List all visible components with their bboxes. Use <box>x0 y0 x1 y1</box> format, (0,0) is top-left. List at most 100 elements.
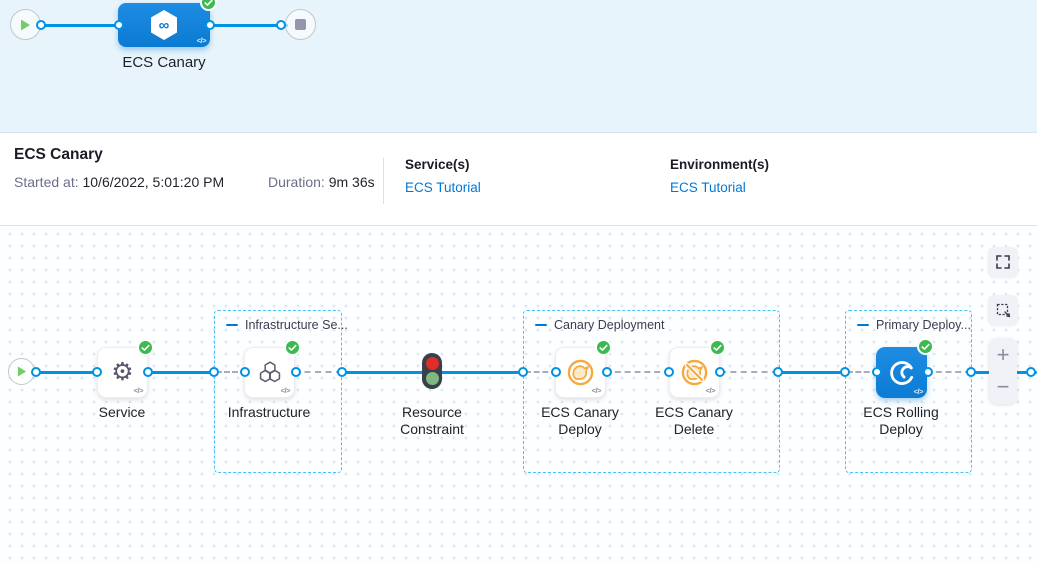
zoom-out-button[interactable]: − <box>996 374 1010 399</box>
success-badge-icon <box>595 339 612 356</box>
step-label-ecs-rolling-deploy: ECS Rolling Deploy <box>846 404 956 438</box>
connector-dot <box>551 367 561 377</box>
connector-dot <box>31 367 41 377</box>
connector-line <box>34 370 100 374</box>
collapse-minus-icon <box>535 323 547 327</box>
dashed-connector-line <box>720 371 778 373</box>
duration-label: Duration: <box>268 174 325 190</box>
group-collapse-toggle[interactable]: Canary Deployment <box>535 318 664 332</box>
step-node-ecs-canary-delete[interactable]: </> <box>669 339 726 398</box>
connector-dot <box>337 367 347 377</box>
services-link[interactable]: ECS Tutorial <box>405 180 481 195</box>
label-line: Constraint <box>400 421 464 437</box>
collapse-minus-icon <box>857 323 869 327</box>
stage-label: ECS Canary <box>122 54 206 71</box>
label-line: Delete <box>673 421 715 437</box>
connector-dot <box>205 20 215 30</box>
green-light-icon <box>425 372 439 385</box>
connector-dot <box>872 367 882 377</box>
collapse-minus-icon <box>226 323 238 327</box>
dashed-connector-line <box>525 371 557 373</box>
step-node-ecs-rolling-deploy[interactable]: </> <box>876 338 934 398</box>
connector-dot <box>1026 367 1036 377</box>
connector-dot <box>143 367 153 377</box>
ecs-rolling-deploy-icon <box>890 361 914 385</box>
stop-icon <box>295 19 306 30</box>
label-line: Deploy <box>558 421 602 437</box>
connector-dot <box>36 20 46 30</box>
dashed-connector-line <box>605 371 670 373</box>
code-icon: </> <box>591 386 602 395</box>
environments-link[interactable]: ECS Tutorial <box>670 180 746 195</box>
connector-dot <box>602 367 612 377</box>
group-primary-deployment: Primary Deploy... <box>845 310 972 473</box>
connector-dot <box>209 367 219 377</box>
connector-dot <box>966 367 976 377</box>
group-title: Infrastructure Se... <box>245 318 348 332</box>
play-icon <box>17 366 26 377</box>
infrastructure-hexagons-icon <box>259 360 280 382</box>
zoom-in-button[interactable]: + <box>996 342 1010 367</box>
connector-dot <box>773 367 783 377</box>
step-label-ecs-canary-deploy: ECS Canary Deploy <box>525 404 635 438</box>
duration-value: 9m 36s <box>328 174 375 190</box>
stage-graph-band: ∞ </> ECS Canary <box>0 0 1037 133</box>
step-label-service: Service <box>98 404 146 420</box>
success-badge-icon <box>917 338 934 355</box>
group-infrastructure-section: Infrastructure Se... <box>214 310 348 473</box>
marquee-selection-icon <box>996 303 1010 317</box>
connector-line <box>340 370 424 374</box>
connector-dot <box>840 367 850 377</box>
connector-dot <box>715 367 725 377</box>
group-collapse-toggle[interactable]: Infrastructure Se... <box>226 318 348 332</box>
success-badge-icon <box>200 0 217 11</box>
connector-dot <box>518 367 528 377</box>
connector-line <box>778 370 847 374</box>
group-collapse-toggle[interactable]: Primary Deploy... <box>857 318 971 332</box>
zoom-controls: + − <box>989 338 1017 404</box>
step-label-ecs-canary-delete: ECS Canary Delete <box>639 404 749 438</box>
pipeline-start-node <box>10 9 41 40</box>
gear-icon: ⚙ <box>111 358 134 386</box>
stage-node-ecs-canary[interactable]: ∞ </> <box>118 0 217 47</box>
group-canary-deployment: Canary Deployment <box>523 310 780 473</box>
stage-connector-line <box>42 23 120 27</box>
started-at: Started at: 10/6/2022, 5:01:20 PM <box>14 174 224 190</box>
dashed-connector-line <box>294 371 342 373</box>
execution-graph-canvas[interactable]: Infrastructure Se... Canary Deployment P… <box>0 226 1037 564</box>
pipeline-hexagon-icon: ∞ <box>151 10 177 40</box>
play-icon <box>21 19 30 30</box>
connector-dot <box>114 20 124 30</box>
code-icon: </> <box>913 387 924 396</box>
step-label-resource-constraint: Resource Constraint <box>377 404 487 438</box>
step-node-ecs-canary-deploy[interactable]: </> <box>555 339 612 398</box>
group-title: Canary Deployment <box>554 318 665 332</box>
canary-deploy-icon <box>567 359 594 386</box>
connector-line <box>440 370 525 374</box>
group-title: Primary Deploy... <box>876 318 971 332</box>
divider <box>383 158 384 204</box>
step-node-infrastructure[interactable]: </> <box>244 339 301 398</box>
code-icon: </> <box>133 386 144 395</box>
resource-constraint-traffic-light-icon[interactable] <box>422 353 442 389</box>
success-badge-icon <box>137 339 154 356</box>
connector-dot <box>240 367 250 377</box>
services-label: Service(s) <box>405 157 470 172</box>
code-icon: </> <box>196 36 207 45</box>
code-icon: </> <box>280 386 291 395</box>
marquee-select-button[interactable] <box>988 295 1018 325</box>
label-line: Deploy <box>879 421 923 437</box>
canary-delete-icon <box>681 359 708 386</box>
label-line: ECS Canary <box>541 404 619 420</box>
pipeline-end-node <box>285 9 316 40</box>
connector-line <box>146 370 216 374</box>
fit-to-screen-button[interactable] <box>988 247 1018 277</box>
success-badge-icon <box>284 339 301 356</box>
step-node-service[interactable]: ⚙ </> <box>97 339 154 398</box>
connector-dot <box>291 367 301 377</box>
label-line: ECS Rolling <box>863 404 939 420</box>
fullscreen-icon <box>996 255 1010 269</box>
duration: Duration: 9m 36s <box>268 174 375 190</box>
code-icon: </> <box>705 386 716 395</box>
svg-text:∞: ∞ <box>159 17 170 34</box>
